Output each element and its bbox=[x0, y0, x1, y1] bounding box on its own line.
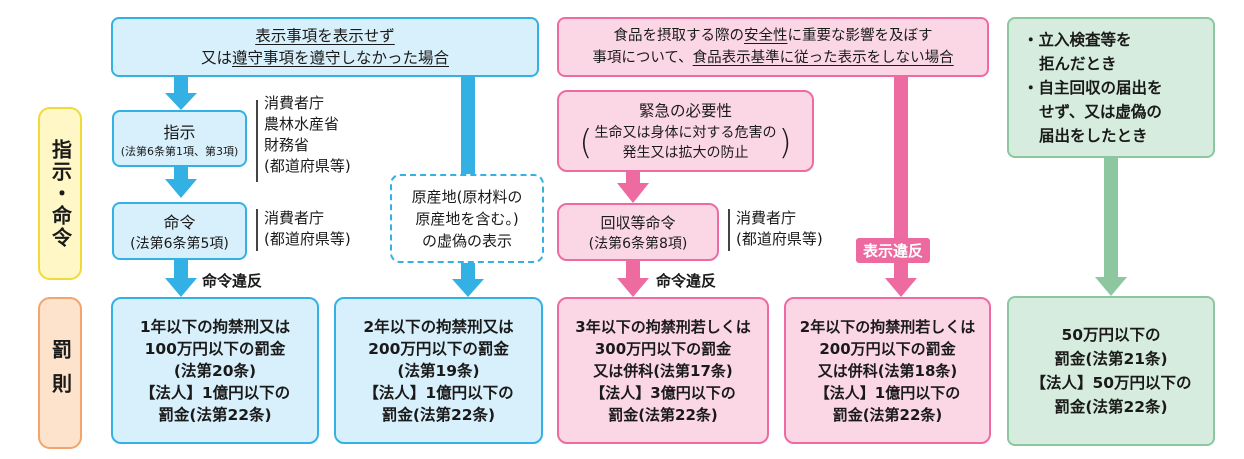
order-law: (法第6条第5項) bbox=[130, 236, 229, 252]
arrow-blue-3 bbox=[165, 260, 197, 297]
emergency-sub: ( 生命又は身体に対する危害の 発生又は拡大の防止 ) bbox=[579, 123, 792, 163]
recall-law: (法第6条第8項) bbox=[588, 235, 688, 252]
instruction-title: 指示 bbox=[163, 122, 196, 142]
penalty-box-2: 2年以下の拘禁刑又は 200万円以下の罰金 (法第19条) 【法人】1億円以下の… bbox=[334, 297, 543, 444]
pink-condition-box: 食品を摂取する際の安全性に重要な影響を及ぼす 事項について、食品表示基準に従った… bbox=[557, 17, 989, 77]
order-box: 命令 (法第6条第5項) bbox=[112, 202, 247, 260]
order-agency-bracket bbox=[256, 209, 258, 251]
emergency-title: 緊急の必要性 bbox=[638, 102, 732, 120]
instruction-law: (法第6条第1項、第3項) bbox=[120, 144, 239, 158]
instruction-agency-list: 消費者庁 農林水産省 財務省 (都道府県等) bbox=[264, 94, 351, 175]
emergency-box: 緊急の必要性 ( 生命又は身体に対する危害の 発生又は拡大の防止 ) bbox=[557, 90, 814, 172]
arrow-blue-1 bbox=[165, 77, 197, 110]
side-label-bassoku: 罰則 bbox=[38, 297, 82, 449]
green-condition-box: ・立入検査等を 拒んだとき ・自主回収の届出を せず、又は虚偽の 届出をしたとき bbox=[1007, 17, 1215, 158]
order-violation-label-2: 命令違反 bbox=[656, 272, 717, 290]
blue-condition-line2: 又は遵守事項を遵守しなかった場合 bbox=[200, 49, 450, 67]
order-violation-label-1: 命令違反 bbox=[202, 272, 263, 290]
blue-condition-box: 表示事項を表示せず 又は遵守事項を遵守しなかった場合 bbox=[111, 17, 539, 77]
recall-box: 回収等命令 (法第6条第8項) bbox=[557, 203, 719, 261]
instruction-box: 指示 (法第6条第1項、第3項) bbox=[112, 110, 247, 167]
penalty-box-4: 2年以下の拘禁刑若しくは 200万円以下の罰金 又は併科(法第18条) 【法人】… bbox=[784, 297, 991, 444]
arrow-pink-1 bbox=[617, 172, 649, 203]
instruction-agency-bracket bbox=[256, 100, 258, 182]
arrow-pink-2 bbox=[617, 261, 649, 297]
blue-condition-line1: 表示事項を表示せず bbox=[255, 27, 395, 45]
arrow-pink-long bbox=[885, 77, 917, 297]
order-agency-list: 消費者庁 (都道府県等) bbox=[264, 209, 351, 248]
order-title: 命令 bbox=[163, 213, 196, 232]
pink-condition-line1: 食品を摂取する際の安全性に重要な影響を及ぼす bbox=[613, 28, 933, 44]
arrow-green bbox=[1095, 158, 1127, 296]
side-label-shiji-meirei: 指示・命令 bbox=[38, 107, 82, 280]
pink-condition-line2: 事項について、食品表示基準に従った表示をしない場合 bbox=[592, 50, 954, 66]
label-violation-badge: 表示違反 bbox=[856, 238, 931, 263]
arrow-blue-2 bbox=[165, 167, 197, 198]
arrow-blue-long bbox=[452, 77, 484, 297]
penalty-box-5: 50万円以下の 罰金(法第21条) 【法人】50万円以下の 罰金(法第22条) bbox=[1007, 296, 1215, 446]
recall-agency-bracket bbox=[728, 209, 730, 251]
recall-agency-list: 消費者庁 (都道府県等) bbox=[736, 209, 823, 248]
penalty-box-3: 3年以下の拘禁刑若しくは 300万円以下の罰金 又は併科(法第17条) 【法人】… bbox=[557, 297, 769, 444]
penalty-box-1: 1年以下の拘禁刑又は 100万円以下の罰金 (法第20条) 【法人】1億円以下の… bbox=[111, 297, 319, 444]
recall-title: 回収等命令 bbox=[600, 213, 676, 232]
origin-false-label-box: 原産地(原材料の 原産地を含む。) の虚偽の表示 bbox=[390, 174, 544, 263]
